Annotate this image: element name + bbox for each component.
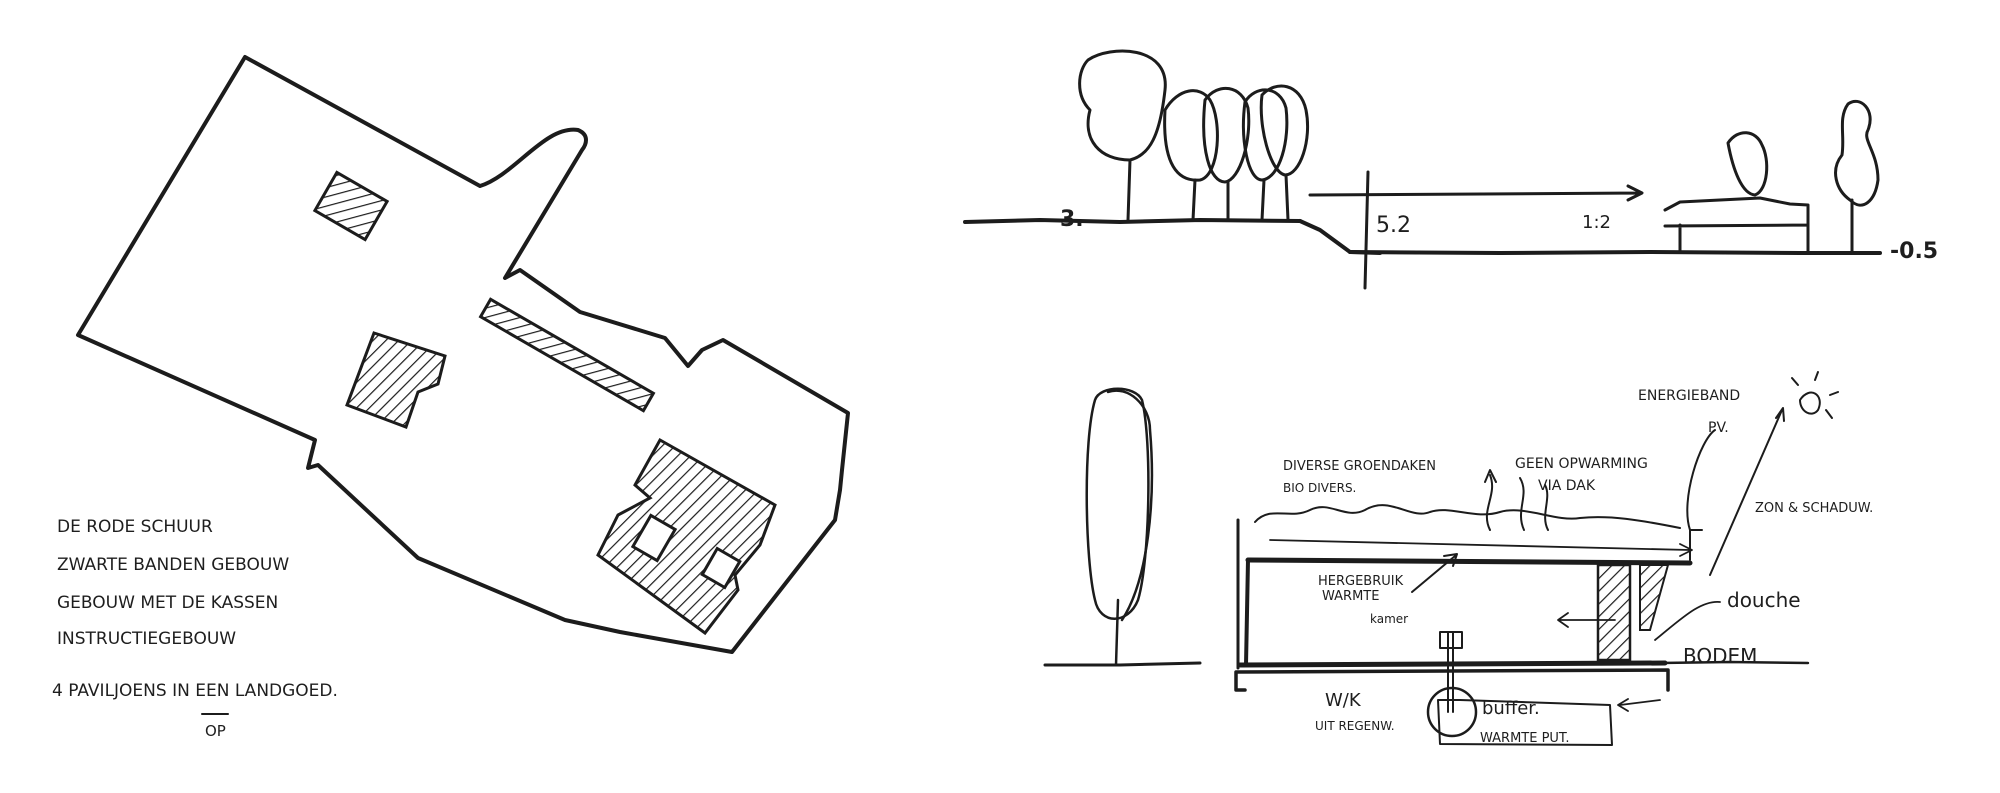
buffer-tank xyxy=(1437,699,1613,746)
legend-item-4: INSTRUCTIEGEBOUW xyxy=(57,629,236,649)
buffer-well xyxy=(1426,686,1478,738)
front-wall xyxy=(1244,558,1250,667)
label-buffer: buffer. xyxy=(1482,698,1540,719)
label-heat-reuse: HERGEBRUIK xyxy=(1318,574,1404,589)
site-plan: DE RODE SCHUUR ZWARTE BANDEN GEBOUW GEBO… xyxy=(52,55,850,740)
sun-icon xyxy=(1791,371,1839,419)
shower-wall xyxy=(1596,563,1632,662)
section-marker xyxy=(1363,170,1370,290)
legend-item-3: GEBOUW MET DE KASSEN xyxy=(57,593,278,613)
label-heat-well: WARMTE PUT. xyxy=(1480,731,1569,746)
sun-ray xyxy=(1709,407,1785,576)
shower-pointer xyxy=(1654,601,1721,641)
label-sun-shade: ZON & SCHADUW. xyxy=(1755,501,1873,516)
heat-rise-arrows xyxy=(1484,469,1549,531)
ground-arrow xyxy=(1617,698,1661,712)
legend-item-1: DE RODE SCHUUR xyxy=(57,517,213,537)
heat-duct xyxy=(1439,631,1463,713)
pv-panel xyxy=(1686,429,1716,561)
label-no-heat: GEEN OPWARMING xyxy=(1515,456,1648,472)
courtyard-upper xyxy=(630,513,678,563)
terrace xyxy=(1663,196,1810,254)
site-boundary xyxy=(76,55,850,654)
building-rode-schuur xyxy=(312,170,390,242)
roof-arrow xyxy=(1269,539,1693,557)
label-green-roof: DIVERSE GROENDAKEN xyxy=(1283,459,1436,474)
building-zwarte-banden xyxy=(478,297,656,413)
tree-right xyxy=(1726,99,1880,254)
courtyard-lower xyxy=(700,546,742,590)
legend-item-2: ZWARTE BANDEN GEBOUW xyxy=(57,555,289,575)
label-pv: PV. xyxy=(1708,420,1729,436)
label-water: W/K xyxy=(1325,690,1362,711)
terrain-section: 3. 5.2 1:2 -0.5 xyxy=(963,49,1938,290)
level-pit: 5.2 xyxy=(1376,213,1411,238)
shower-wall-2 xyxy=(1639,564,1670,631)
foundation xyxy=(1234,668,1670,692)
level-mid: 1:2 xyxy=(1582,212,1611,233)
label-bio-divers: BIO DIVERS. xyxy=(1283,481,1356,495)
roof-slab xyxy=(1245,557,1693,566)
existing-ground xyxy=(1043,661,1202,667)
plan-caption: 4 PAVILJOENS IN EEN LANDGOED. xyxy=(52,681,338,701)
tall-tree xyxy=(1085,387,1154,667)
label-via-roof: VIA DAK xyxy=(1538,478,1596,494)
ground-line-lower xyxy=(1348,250,1882,255)
soil-line-right xyxy=(1658,660,1810,665)
tree-row-left xyxy=(1078,49,1310,222)
building-instructie xyxy=(596,437,777,636)
label-energy: ENERGIEBAND xyxy=(1638,388,1740,404)
building-section: ENERGIEBAND PV. DIVERSE GROENDAKEN BIO D… xyxy=(1043,371,1873,746)
label-rainwater: UIT REGENW. xyxy=(1315,719,1395,733)
level-left: 3. xyxy=(1060,207,1084,232)
label-shower: douche xyxy=(1727,588,1801,612)
level-right: -0.5 xyxy=(1890,239,1938,264)
building-kassen xyxy=(345,331,447,429)
green-roof-vegetation xyxy=(1254,504,1681,529)
plan-caption-alt: OP xyxy=(205,722,226,740)
inner-arrow xyxy=(1557,612,1616,628)
label-ground: BODEM xyxy=(1683,644,1757,668)
heat-reuse-arrow xyxy=(1411,553,1458,593)
label-room: kamer xyxy=(1370,612,1408,626)
ground-line-left xyxy=(963,218,1302,224)
label-heat: WARMTE xyxy=(1322,589,1379,604)
dimension-arrow xyxy=(1308,184,1644,202)
